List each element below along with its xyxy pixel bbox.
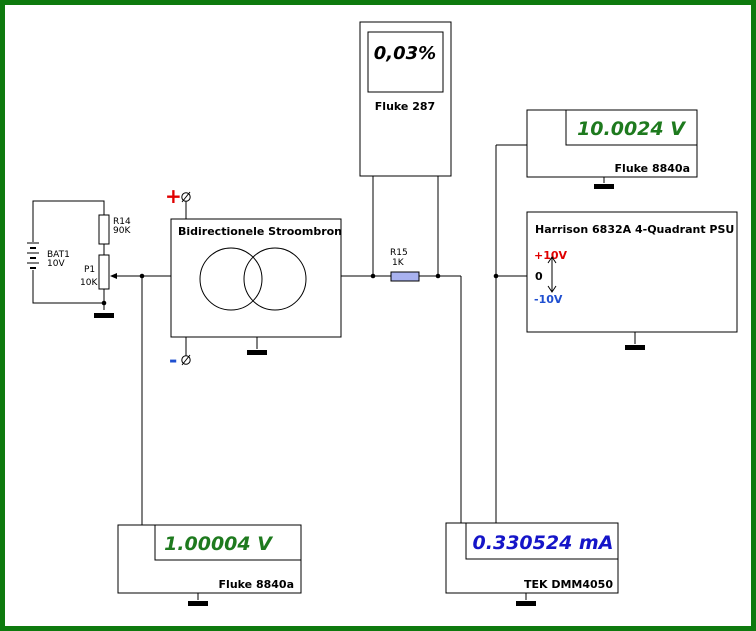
r15-value: 1K: [392, 258, 405, 268]
ground-symbol: [625, 345, 645, 350]
fluke287-label: Fluke 287: [375, 100, 435, 113]
fluke8840-top-label: Fluke 8840a: [615, 162, 690, 175]
wiper-arrow: [110, 273, 117, 279]
battery-name: BAT1: [47, 250, 70, 260]
battery-symbol: [27, 242, 39, 269]
tek-label: TEK DMM4050: [524, 578, 613, 591]
junction-dot: [493, 273, 499, 279]
minus-sign: -: [169, 348, 177, 372]
ground-symbol: [188, 601, 208, 606]
p1-value: 10K: [80, 278, 98, 288]
fluke8840-top-reading: 10.0024 V: [577, 118, 686, 140]
psu-minus-label: -10V: [534, 293, 563, 306]
fluke287-display: [367, 31, 444, 93]
tek-reading: 0.330524 mA: [473, 532, 614, 554]
tek-display: [465, 522, 619, 560]
ground-symbol: [594, 184, 614, 189]
current-source-symbol: [199, 247, 263, 311]
fluke8840-bottom-display: [154, 524, 302, 561]
p1-potentiometer: [98, 254, 110, 290]
ground-symbol: [247, 350, 267, 355]
psu-box: [526, 211, 738, 333]
current-source-symbol: [243, 247, 307, 311]
ground-symbol: [516, 601, 536, 606]
psu-title: Harrison 6832A 4-Quadrant PSU: [535, 223, 734, 236]
plus-sign: +: [165, 184, 182, 208]
r15-name: R15: [390, 248, 408, 258]
psu-zero-label: 0: [535, 270, 543, 283]
fluke8840-bottom-reading: 1.00004 V: [164, 533, 273, 555]
r14-name: R14: [113, 217, 131, 227]
double-arrow-icon: [547, 256, 557, 293]
p1-name: P1: [84, 265, 95, 275]
r15-resistor: [390, 271, 420, 282]
current-source-title: Bidirectionele Stroombron: [178, 225, 342, 238]
fluke8840-bottom-label: Fluke 8840a: [219, 578, 294, 591]
junction-dot: [101, 300, 107, 306]
current-source-box: [170, 218, 342, 338]
battery-loop-wires: [32, 200, 105, 310]
r14-resistor: [98, 214, 110, 245]
battery-value: 10V: [47, 259, 65, 269]
fluke8840-top-display: [565, 109, 698, 146]
r14-value: 90K: [113, 226, 131, 236]
ground-symbol: [94, 313, 114, 318]
fluke287-reading: 0,03%: [374, 43, 436, 64]
psu-plus-label: +10V: [534, 249, 568, 262]
